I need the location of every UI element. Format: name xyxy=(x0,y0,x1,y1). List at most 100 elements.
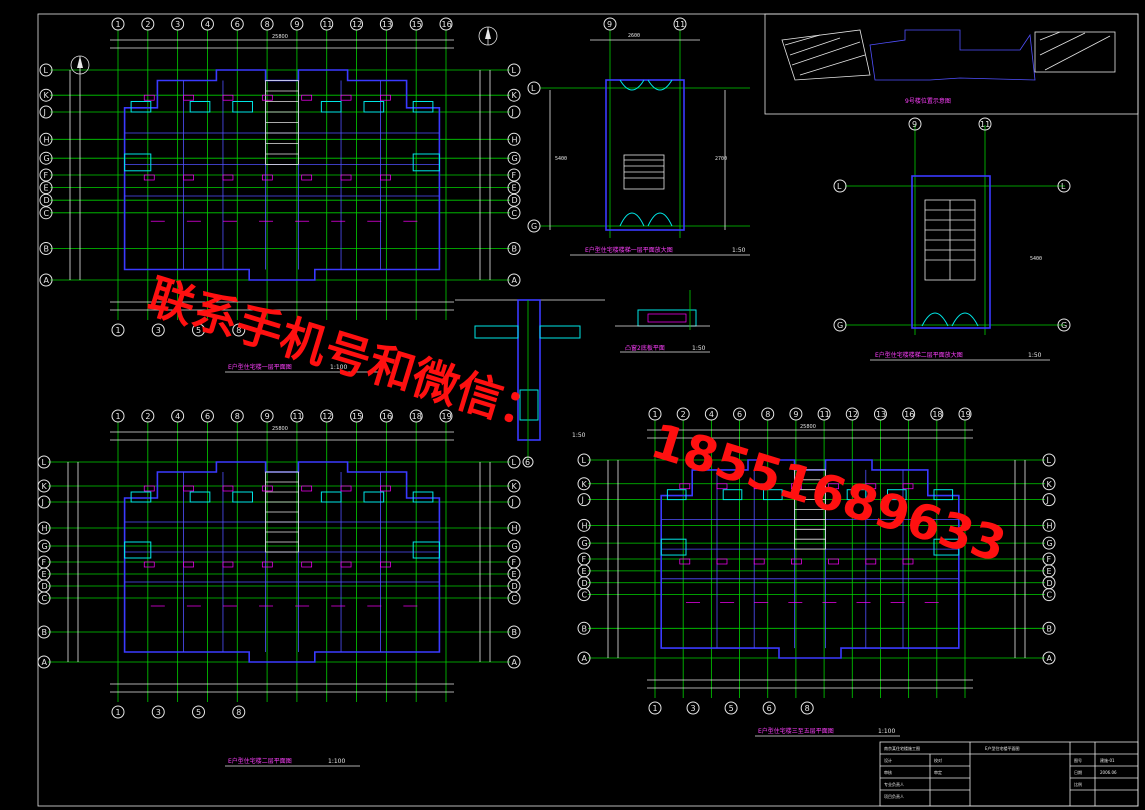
svg-text:13: 13 xyxy=(382,20,392,29)
first-window xyxy=(130,101,152,113)
second-fixture xyxy=(261,485,273,492)
first-axis-right-C: C xyxy=(507,206,521,220)
third-axis-top-16: 16 xyxy=(902,407,916,421)
first-floor-title: E户型住宅楼一层平面图 xyxy=(228,363,292,371)
second-window xyxy=(189,491,211,503)
svg-text:C: C xyxy=(1047,591,1053,600)
svg-text:C: C xyxy=(42,594,48,603)
second-axis-left-C: C xyxy=(37,591,51,605)
svg-text:9: 9 xyxy=(607,20,612,29)
second-floor-title: E户型住宅楼二层平面图 xyxy=(228,757,292,765)
second-axis-left-L: L xyxy=(37,455,51,469)
svg-text:L: L xyxy=(1047,456,1052,465)
title-block-field-date: 日期 xyxy=(1074,769,1082,775)
svg-text:K: K xyxy=(44,91,50,100)
svg-text:C: C xyxy=(582,591,588,600)
stair-one-height-dim: 5400 xyxy=(555,156,567,162)
third-axis-bottom-5: 5 xyxy=(724,701,738,715)
svg-text:9: 9 xyxy=(912,120,917,129)
second-window xyxy=(412,491,434,503)
first-fixture xyxy=(143,174,155,181)
drawing-frame xyxy=(37,13,1139,807)
second-axis-top-1: 1 xyxy=(111,409,125,423)
svg-text:L: L xyxy=(42,458,47,467)
canopy-detail: 凸窗2底板平面 1:50 xyxy=(615,290,710,353)
title-block-field-approve: 审定 xyxy=(934,769,942,775)
third-axis-right-J: J xyxy=(1042,493,1056,507)
third-axis-right-L: L xyxy=(1042,453,1056,467)
third-axis-top-8: 8 xyxy=(761,407,775,421)
third-fixture xyxy=(791,483,802,490)
second-fixture xyxy=(301,485,313,492)
stair-two-title: E户型住宅楼楼梯二层平面放大图 xyxy=(875,351,963,359)
first-window xyxy=(189,101,211,113)
second-axis-left-G: G xyxy=(37,539,51,553)
first-axis-top-13: 13 xyxy=(379,17,393,31)
svg-text:4: 4 xyxy=(175,412,180,421)
third-axis-top-6: 6 xyxy=(733,407,747,421)
title-block-project: 南京某住宅楼施工图 xyxy=(884,745,920,751)
second-axis-bottom-3: 3 xyxy=(151,705,165,719)
first-axis-bottom-3: 3 xyxy=(151,323,165,337)
svg-text:9: 9 xyxy=(294,20,299,29)
svg-text:E: E xyxy=(42,570,47,579)
third-window xyxy=(887,489,907,501)
third-window xyxy=(846,489,867,501)
svg-text:H: H xyxy=(42,524,48,533)
svg-text:G: G xyxy=(837,321,843,330)
first-axis-right-B: B xyxy=(507,242,521,255)
svg-text:E: E xyxy=(512,570,517,579)
second-floor-scale: 1:100 xyxy=(328,758,345,765)
third-axis-left-L: L xyxy=(577,453,591,467)
second-axis-right-A: A xyxy=(507,655,521,669)
first-fixture xyxy=(380,94,391,101)
svg-text:L: L xyxy=(1061,182,1066,191)
first-axis-left-F: F xyxy=(39,168,53,182)
first-axis-top-12: 12 xyxy=(350,17,364,31)
second-window xyxy=(232,491,253,503)
second-axis-left-J: J xyxy=(37,495,51,509)
svg-text:11: 11 xyxy=(980,120,990,129)
first-axis-top-3: 3 xyxy=(171,17,185,31)
second-axis-right-G: G xyxy=(507,539,521,553)
svg-text:L: L xyxy=(512,66,517,75)
first-axis-top-15: 15 xyxy=(409,17,423,31)
stair-one-width-dim: 2600 xyxy=(628,33,640,39)
svg-text:F: F xyxy=(1047,555,1052,564)
first-axis-top-9: 9 xyxy=(290,17,304,31)
svg-text:1: 1 xyxy=(653,410,658,419)
first-axis-right-H: H xyxy=(507,132,521,146)
svg-text:19: 19 xyxy=(442,412,452,421)
first-window xyxy=(363,101,385,113)
first-axis-bottom-8: 8 xyxy=(232,323,246,337)
first-axis-left-E: E xyxy=(39,181,53,195)
svg-text:L: L xyxy=(512,458,517,467)
third-floor-title: E户型住宅楼三至五层平面图 xyxy=(758,727,834,735)
svg-text:K: K xyxy=(582,480,588,489)
second-fixture xyxy=(340,561,352,568)
svg-text:F: F xyxy=(512,558,517,567)
svg-text:4: 4 xyxy=(205,20,210,29)
third-axis-top-18: 18 xyxy=(930,407,944,421)
svg-text:A: A xyxy=(44,276,50,285)
first-fixture xyxy=(183,174,194,181)
svg-text:K: K xyxy=(42,482,48,491)
detail-axis-6: 6 xyxy=(522,456,534,468)
second-axis-bottom-5: 5 xyxy=(192,705,206,719)
svg-text:B: B xyxy=(512,245,518,254)
svg-text:K: K xyxy=(1047,480,1053,489)
svg-text:B: B xyxy=(512,628,518,637)
stair-two-scale: 1:50 xyxy=(1028,352,1042,359)
first-window xyxy=(320,101,342,113)
third-window xyxy=(722,489,743,501)
second-balcony xyxy=(124,541,152,559)
third-axis-right-H: H xyxy=(1042,518,1056,532)
third-axis-bottom-1: 1 xyxy=(648,701,662,715)
title-block-field-design: 设计 xyxy=(884,757,892,763)
first-floor-title-group: E户型住宅楼一层平面图 1:100 xyxy=(225,363,380,373)
first-floor-scale: 1:100 xyxy=(330,364,347,371)
stair-one-axis-L: L xyxy=(527,81,541,95)
